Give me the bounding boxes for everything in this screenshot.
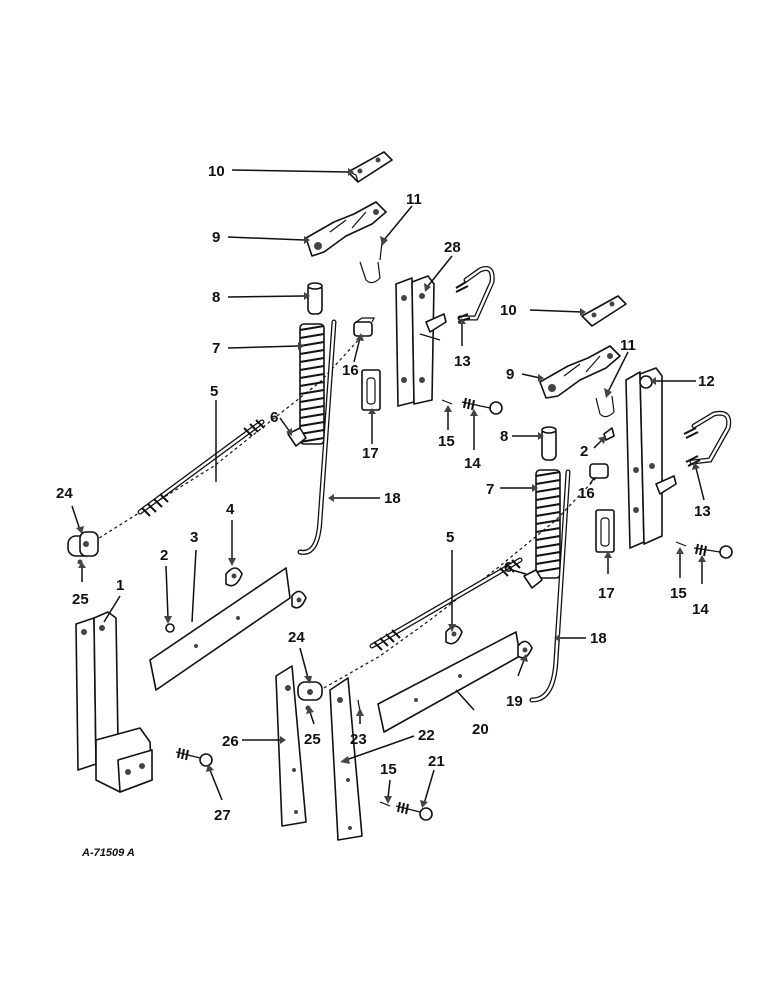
callout-14-lower: 14 [692, 601, 709, 618]
callout-2-left: 2 [160, 547, 168, 564]
callout-23: 23 [350, 731, 367, 748]
part-7-spring-upper [299, 323, 325, 445]
callout-21: 21 [428, 753, 445, 770]
part-14-bolt-upper [461, 397, 503, 415]
part-18-rod-upper [297, 319, 337, 555]
part-20-bar [377, 631, 521, 733]
callout-10-upper: 10 [208, 163, 225, 180]
part-17-plate-lower [595, 509, 615, 553]
part-6-nut-upper [287, 427, 307, 447]
part-8-sleeve-upper [307, 282, 323, 315]
callout-3: 3 [190, 529, 198, 546]
callout-25-left: 25 [72, 591, 89, 608]
part-3-bar [149, 567, 291, 691]
part-12-bracket [625, 367, 677, 549]
callout-9-lower: 9 [506, 366, 514, 383]
part-16-block-upper [353, 317, 375, 337]
part-5-rod-lower [369, 557, 523, 651]
part-18-rod-lower [529, 469, 571, 703]
part-15-pin-upper [441, 399, 453, 405]
callout-1: 1 [116, 577, 124, 594]
callout-5-upper: 5 [210, 383, 218, 400]
callout-11-upper: 11 [406, 191, 422, 208]
callout-15-lower: 15 [670, 585, 687, 602]
part-26-plate [275, 665, 307, 827]
callout-8-lower: 8 [500, 428, 508, 445]
callout-27: 27 [214, 807, 231, 824]
callout-17-lower: 17 [598, 585, 615, 602]
part-2-nut-left [165, 623, 175, 633]
callout-24-left: 24 [56, 485, 73, 502]
callout-17-upper: 17 [362, 445, 379, 462]
callout-8-upper: 8 [212, 289, 220, 306]
part-10-plate-lower [581, 295, 627, 327]
drawing-number: A-71509 A [81, 847, 135, 859]
callout-14-upper: 14 [464, 455, 481, 472]
part-24-clevis-right [297, 681, 323, 711]
part-4-washers [225, 567, 307, 609]
part-11-clip-lower [595, 395, 615, 418]
part-6-nut-lower [523, 569, 543, 589]
part-27-bolt [175, 747, 213, 767]
callout-26: 26 [222, 733, 239, 750]
callout-7-upper: 7 [212, 340, 220, 357]
part-19-washers [445, 625, 533, 659]
part-5-rod-upper [137, 419, 265, 517]
callout-15-upper: 15 [438, 433, 455, 450]
callout-2-right: 2 [580, 443, 588, 460]
callout-6-lower: 6 [504, 559, 512, 576]
part-17-plate-upper [361, 369, 381, 411]
callout-13-upper: 13 [454, 353, 471, 370]
callout-19: 19 [506, 693, 523, 710]
callout-24-right: 24 [288, 629, 305, 646]
part-9-clamp-upper [305, 201, 387, 257]
part-2-nut-right [603, 427, 615, 441]
callout-6-upper: 6 [270, 409, 278, 426]
callout-18-upper: 18 [384, 490, 401, 507]
part-15-pin-lower [675, 541, 687, 547]
callout-16-upper: 16 [342, 362, 359, 379]
callout-9-upper: 9 [212, 229, 220, 246]
part-13-ubolt-lower [683, 410, 732, 467]
part-11-clip-upper [359, 241, 383, 284]
callout-18-lower: 18 [590, 630, 607, 647]
callout-22: 22 [418, 727, 435, 744]
part-10-plate-upper [347, 151, 393, 183]
callout-12: 12 [698, 373, 715, 390]
part-21-bolt [395, 801, 433, 821]
part-15-pin-bottom [379, 801, 391, 807]
part-7-spring-lower [535, 469, 561, 579]
part-8-sleeve-lower [541, 426, 557, 461]
callout-5-lower: 5 [446, 529, 454, 546]
part-14-bolt-lower [693, 543, 733, 559]
callout-10-lower: 10 [500, 302, 517, 319]
callout-11-lower: 11 [620, 337, 636, 354]
callout-4: 4 [226, 501, 235, 518]
leader-lines [71, 168, 706, 808]
part-1-mount [75, 611, 153, 793]
part-9-clamp-lower [539, 345, 621, 399]
part-13-ubolt-upper [455, 266, 495, 323]
callout-15-bottom: 15 [380, 761, 397, 778]
callout-16-lower: 16 [578, 485, 595, 502]
callout-13-lower: 13 [694, 503, 711, 520]
callout-7-lower: 7 [486, 481, 494, 498]
callout-25-right: 25 [304, 731, 321, 748]
part-16-block-lower [589, 463, 609, 479]
callout-20: 20 [472, 721, 489, 738]
part-24-clevis-left [67, 531, 99, 565]
part-28-bracket [395, 275, 447, 407]
callout-28: 28 [444, 239, 461, 256]
callout-labels: 10 9 11 28 8 7 16 5 6 17 18 15 14 13 10 … [56, 163, 715, 824]
